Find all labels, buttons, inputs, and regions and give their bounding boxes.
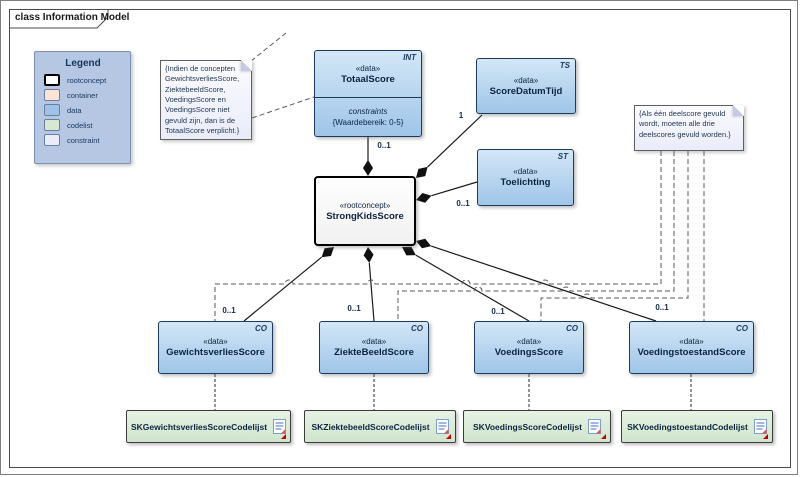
legend-item-codelist: codelist (44, 119, 122, 131)
class-name: Toelichting (500, 177, 551, 188)
composition-scoredatumtijd (416, 114, 483, 178)
class-header: INT «data» TotaalScore (315, 51, 421, 97)
diagram-frame-title: class Information Model (15, 12, 130, 23)
stereotype: «data» (679, 337, 704, 346)
composition-totaalscore (363, 137, 373, 176)
constraints-title: constraints (348, 107, 388, 116)
legend-item-constraint: constraint (44, 134, 122, 146)
composition-voedingstoestandscore (416, 238, 657, 322)
warning-triangle-icon (601, 434, 606, 439)
class-name: VoedingsScore (494, 347, 564, 358)
composition-ziektebeeldscore (363, 247, 375, 322)
legend-item-label: rootconcept (67, 75, 107, 85)
note-links-left (250, 32, 315, 119)
codelist-name: SKZiektebeeldScoreCodelijst (311, 421, 430, 432)
note-fold-icon (733, 105, 744, 116)
codelist-skvoedingstoestandcodelijst[interactable]: SKVoedingstoestandCodelijst (621, 410, 773, 443)
codelist-skvoedingsscorecodelijst[interactable]: SKVoedingsScoreCodelijst (463, 410, 611, 443)
stereotype: «data» (513, 167, 538, 176)
note-totaalscore-constraint[interactable]: {Indien de concepten GewichtsverliesScor… (160, 60, 252, 140)
legend-item-label: codelist (67, 120, 93, 130)
class-toelichting[interactable]: ST «data» Toelichting (477, 149, 574, 206)
constraints-text: {Waardebereik: 0-5} (332, 118, 404, 127)
composition-gewichtsverliesscore (243, 247, 334, 322)
composition-toelichting (416, 181, 478, 203)
datatype-tag: CO (566, 324, 578, 333)
class-voedingstoestandscore[interactable]: CO «data» VoedingstoestandScore (629, 321, 754, 374)
class-name: VoedingstoestandScore (637, 347, 746, 358)
document-icon (273, 419, 287, 434)
codelist-skgewichtsverliesscorecodelijst[interactable]: SKGewichtsverliesScoreCodelijst (126, 410, 291, 443)
codelist-name: SKVoedingstoestandCodelijst (627, 421, 748, 432)
rootconcept-swatch (44, 74, 60, 86)
class-gewichtsverliesscore[interactable]: CO «data» GewichtsverliesScore (158, 321, 273, 374)
warning-triangle-icon (281, 434, 286, 439)
class-strongkidsscore[interactable]: «rootconcept» StrongKidsScore (314, 176, 416, 246)
frame-tab-outline (9, 9, 109, 29)
document-icon (435, 419, 449, 434)
multiplicity-scoredatumtijd: 1 (458, 111, 464, 120)
datatype-tag: INT (403, 53, 416, 62)
container-swatch (44, 89, 60, 101)
stereotype: «data» (203, 337, 228, 346)
class-name: GewichtsverliesScore (166, 347, 265, 358)
legend-item-label: constraint (67, 135, 100, 145)
codelist-name: SKGewichtsverliesScoreCodelijst (130, 421, 268, 432)
multiplicity-voedingstoestandscore: 0..1 (655, 303, 669, 312)
legend-item-label: data (67, 105, 82, 115)
stereotype: «data» (513, 75, 539, 85)
datatype-tag: TS (559, 61, 570, 70)
stereotype: «data» (516, 337, 542, 346)
datatype-tag: ST (557, 152, 568, 161)
class-scoredatumtijd[interactable]: TS «data» ScoreDatumTijd (476, 58, 576, 114)
multiplicity-voedingsscore: 0..1 (491, 307, 505, 316)
codelist-name: SKVoedingsScoreCodelijst (473, 421, 582, 432)
document-icon (587, 419, 601, 434)
note-text: {Als één deelscore gevuld wordt, moeten … (639, 109, 731, 139)
datatype-tag: CO (736, 324, 748, 333)
legend-item-data: data (44, 104, 122, 116)
stereotype: «data» (355, 63, 381, 73)
note-text: {Indien de concepten GewichtsverliesScor… (165, 64, 240, 136)
diagram-frame (9, 9, 791, 468)
class-name: ZiekteBeeldScore (334, 347, 414, 358)
multiplicity-totaalscore: 0..1 (377, 141, 391, 150)
stereotype: «data» (361, 337, 387, 346)
codelist-skziektebeeldscorecodelijst[interactable]: SKZiektebeeldScoreCodelijst (304, 410, 456, 443)
stereotype: «rootconcept» (339, 200, 391, 210)
legend-item-label: container (67, 90, 98, 100)
class-totaalscore[interactable]: INT «data» TotaalScore constraints {Waar… (314, 50, 422, 137)
class-name: ScoreDatumTijd (489, 85, 563, 97)
datatype-tag: CO (411, 324, 423, 333)
multiplicity-toelichting: 0..1 (456, 199, 470, 208)
codelist-swatch (44, 119, 60, 131)
warning-triangle-icon (446, 434, 451, 439)
composition-voedingsscore (402, 246, 530, 322)
note-deelscores-constraint[interactable]: {Als één deelscore gevuld wordt, moeten … (634, 105, 744, 151)
codelist-links (214, 374, 692, 410)
class-voedingsscore[interactable]: CO «data» VoedingsScore (474, 321, 584, 374)
class-name: TotaalScore (341, 73, 395, 85)
legend-title: Legend (65, 58, 101, 69)
legend-item-container: container (44, 89, 122, 101)
multiplicity-ziektebeeldscore: 0..1 (347, 304, 361, 313)
constraint-swatch (44, 134, 60, 146)
note-fold-icon (241, 60, 252, 71)
class-ziektebeeldscore[interactable]: CO «data» ZiekteBeeldScore (319, 321, 429, 374)
class-name: StrongKidsScore (326, 210, 404, 222)
legend: Legend rootconcept container data codeli… (34, 51, 131, 164)
data-swatch (44, 104, 60, 116)
document-icon (753, 419, 767, 434)
multiplicity-gewichtsverliesscore: 0..1 (222, 306, 236, 315)
note-links-right (214, 151, 705, 321)
constraints-compartment: constraints {Waardebereik: 0-5} (315, 97, 421, 136)
datatype-tag: CO (255, 324, 267, 333)
legend-item-rootconcept: rootconcept (44, 74, 122, 86)
warning-triangle-icon (763, 434, 768, 439)
